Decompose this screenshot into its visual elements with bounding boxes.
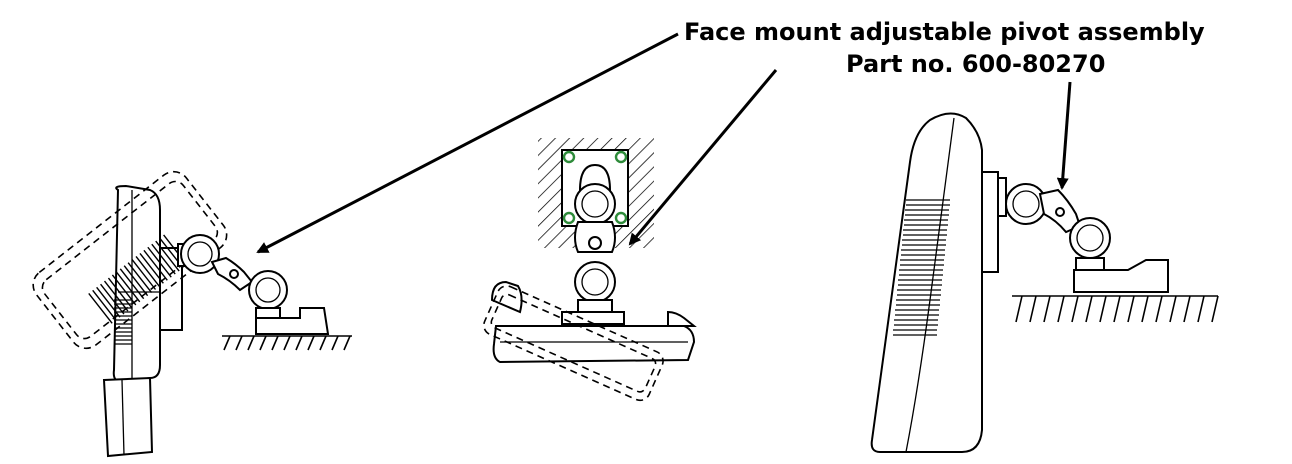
callout-arrows — [256, 32, 1072, 254]
right-pivot-assembly — [1005, 183, 1169, 293]
center-pivot-assembly — [574, 163, 616, 313]
right-mounting-surface — [1012, 295, 1219, 323]
left-view — [32, 170, 352, 458]
callout-title: Face mount adjustable pivot assembly — [684, 18, 1205, 46]
arrow-to-right-pivot — [1056, 81, 1072, 190]
left-pivot-assembly — [177, 234, 330, 335]
arrow-to-left-pivot — [256, 32, 679, 254]
left-display-tilted — [32, 170, 228, 350]
right-display-vents — [893, 199, 950, 336]
right-view — [870, 112, 1219, 453]
left-mounting-surface — [222, 335, 352, 351]
center-mount-screws — [562, 150, 628, 225]
left-display-vents — [114, 299, 132, 345]
center-display-tilted — [483, 285, 664, 402]
arrow-to-center-pivot — [628, 69, 778, 246]
center-view — [483, 138, 697, 402]
callout-part-number: Part no. 600-80270 — [846, 50, 1106, 78]
right-display — [870, 112, 1007, 453]
left-display-upright — [102, 184, 183, 458]
